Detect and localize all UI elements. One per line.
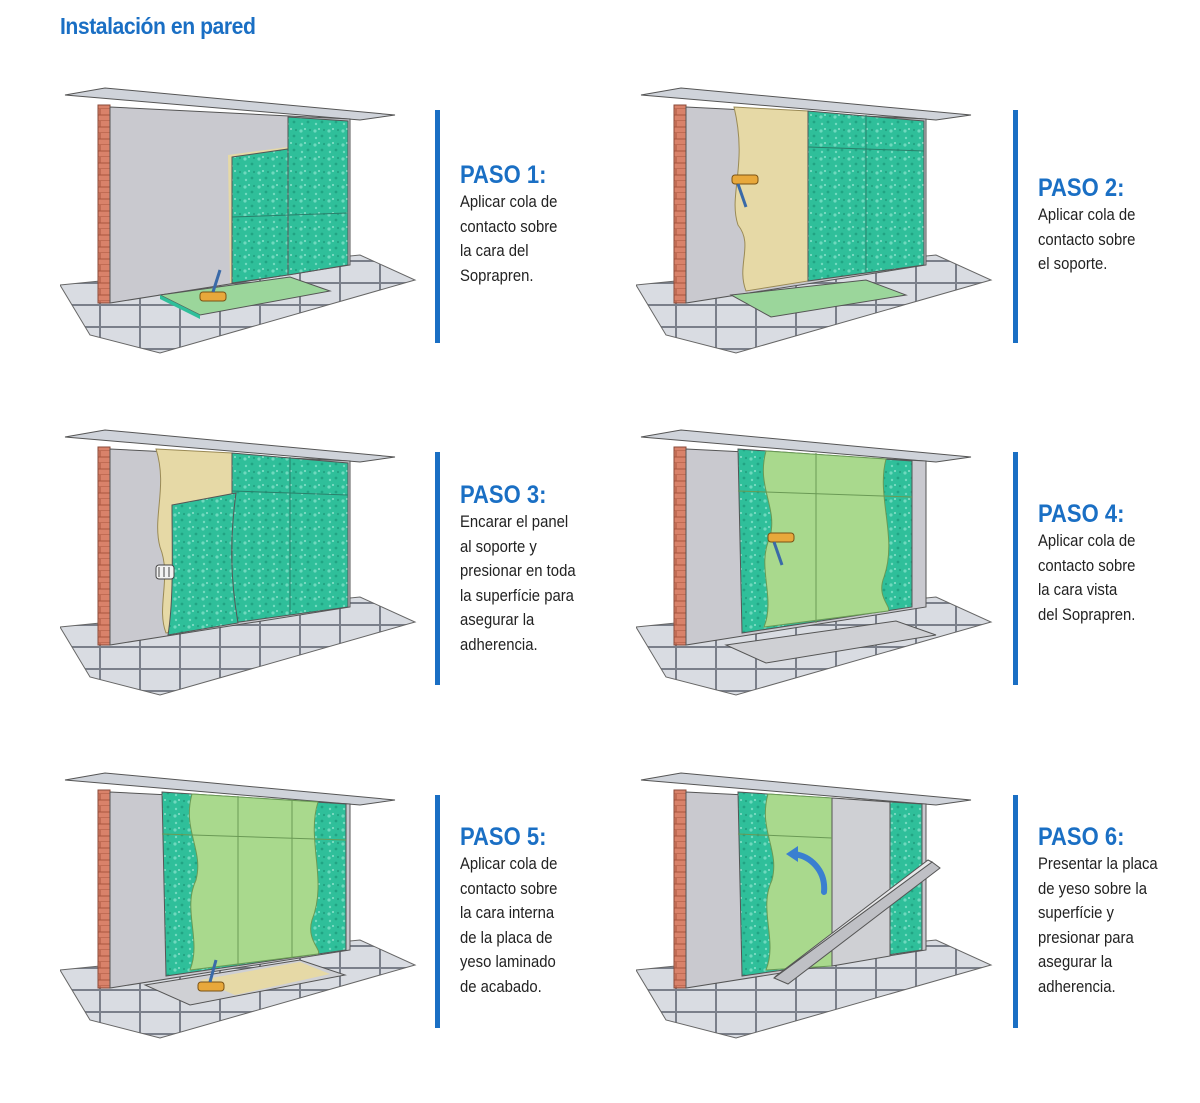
step-4: PASO 4: Aplicar cola de contacto sobre l…: [636, 427, 1176, 696]
step-4-line: contacto sobre: [1038, 556, 1136, 575]
step-6-text: PASO 6: Presentar la placa de yeso sobre…: [1038, 822, 1171, 999]
step-3-line: adherencia.: [460, 635, 538, 654]
step-3-line: asegurar la: [460, 611, 535, 629]
step-1-heading: PASO 1:: [460, 161, 547, 189]
step-5-text: PASO 5: Aplicar cola de contacto sobre l…: [460, 822, 568, 999]
curved-arrow-icon: [786, 846, 828, 895]
step-5-divider: [435, 795, 440, 1028]
step-6: PASO 6: Presentar la placa de yeso sobre…: [636, 770, 1176, 1039]
step-2-line: Aplicar cola de: [1038, 206, 1136, 224]
step-4-divider: [1013, 452, 1018, 685]
step-4-illustration: [636, 429, 993, 696]
step-6-line: de yeso sobre la: [1038, 879, 1147, 898]
step-6-line: presionar para: [1038, 928, 1134, 947]
step-3-text: PASO 3: Encarar el panel al soporte y pr…: [460, 480, 588, 657]
step-3-line: la superfície para: [460, 586, 574, 605]
step-5-line: la cara interna: [460, 904, 555, 922]
step-1-text: PASO 1: Aplicar cola de contacto sobre l…: [460, 160, 568, 288]
step-5: PASO 5: Aplicar cola de contacto sobre l…: [60, 770, 600, 1039]
step-4-line: del Soprapren.: [1038, 605, 1136, 624]
step-2-text: PASO 2: Aplicar cola de contacto sobre e…: [1038, 173, 1146, 277]
step-5-line: contacto sobre: [460, 879, 558, 898]
step-4-text: PASO 4: Aplicar cola de contacto sobre l…: [1038, 499, 1146, 627]
paint-roller-icon: [199, 269, 227, 302]
step-5-line: de acabado.: [460, 977, 542, 996]
step-2: PASO 2: Aplicar cola de contacto sobre e…: [636, 85, 1176, 354]
step-6-line: adherencia.: [1038, 977, 1116, 996]
pressing-hand-icon: [155, 564, 175, 580]
step-2-divider: [1013, 110, 1018, 343]
step-1-line: Soprapren.: [460, 266, 534, 285]
step-6-line: superfície y: [1038, 904, 1114, 922]
step-3-line: Encarar el panel: [460, 513, 569, 531]
step-3: PASO 3: Encarar el panel al soporte y pr…: [60, 427, 600, 696]
step-6-line: asegurar la: [1038, 953, 1113, 971]
step-2-line: el soporte.: [1038, 255, 1108, 273]
step-3-illustration: [60, 429, 417, 696]
step-3-divider: [435, 452, 440, 685]
step-5-illustration: [60, 772, 417, 1039]
step-3-line: presionar en toda: [460, 562, 576, 580]
step-1-illustration: [60, 87, 417, 354]
step-2-line: contacto sobre: [1038, 230, 1136, 249]
step-1-line: Aplicar cola de: [460, 193, 558, 211]
step-5-heading: PASO 5:: [460, 823, 547, 851]
step-4-heading: PASO 4:: [1038, 500, 1125, 528]
step-6-divider: [1013, 795, 1018, 1028]
paint-roller-icon: [731, 174, 759, 208]
paint-roller-icon: [197, 959, 225, 992]
step-1-line: contacto sobre: [460, 217, 558, 236]
step-1: PASO 1: Aplicar cola de contacto sobre l…: [60, 85, 600, 354]
step-5-line: Aplicar cola de: [460, 855, 558, 873]
paint-roller-icon: [767, 532, 795, 566]
step-4-line: Aplicar cola de: [1038, 532, 1136, 550]
step-6-line: Presentar la placa: [1038, 855, 1158, 873]
step-6-illustration: [636, 772, 993, 1039]
step-5-line: yeso laminado: [460, 953, 556, 971]
step-3-line: al soporte y: [460, 537, 537, 556]
step-3-heading: PASO 3:: [460, 481, 547, 509]
page-title: Instalación en pared: [60, 13, 256, 39]
step-4-line: la cara vista: [1038, 581, 1118, 599]
step-5-line: de la placa de: [460, 928, 553, 947]
step-6-heading: PASO 6:: [1038, 823, 1125, 851]
step-1-divider: [435, 110, 440, 343]
step-1-line: la cara del: [460, 242, 529, 260]
step-2-illustration: [636, 87, 993, 354]
step-2-heading: PASO 2:: [1038, 174, 1125, 202]
